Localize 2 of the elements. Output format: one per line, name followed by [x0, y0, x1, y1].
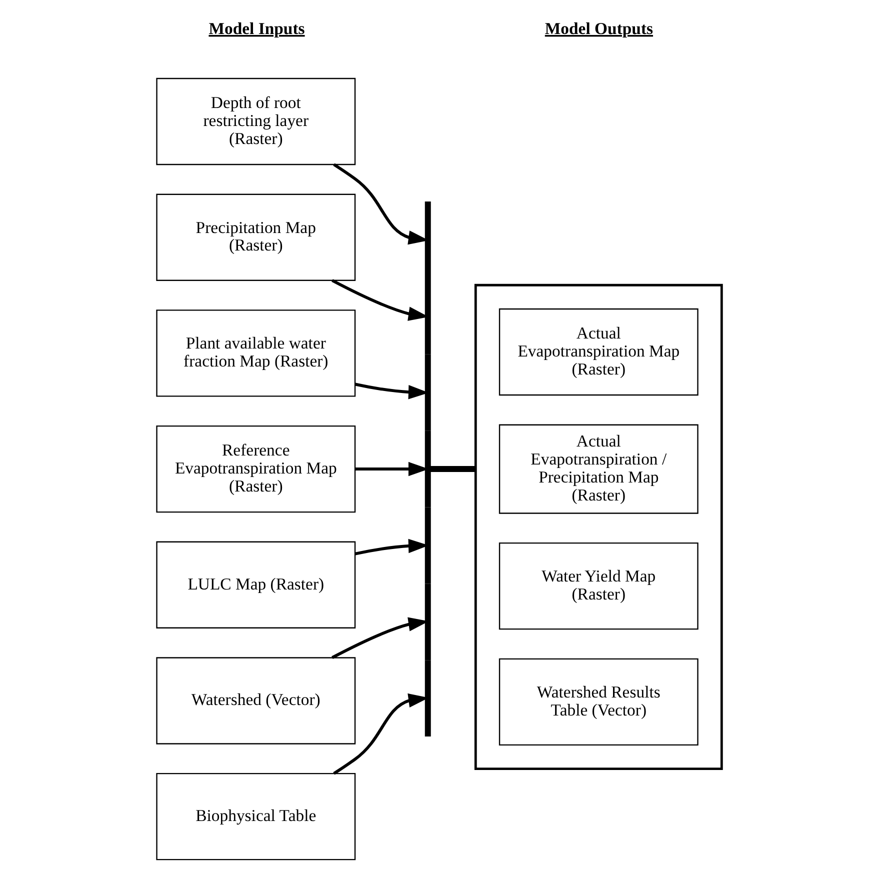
label: Model Outputs: [544, 18, 654, 38]
label: Model Inputs: [208, 18, 305, 38]
